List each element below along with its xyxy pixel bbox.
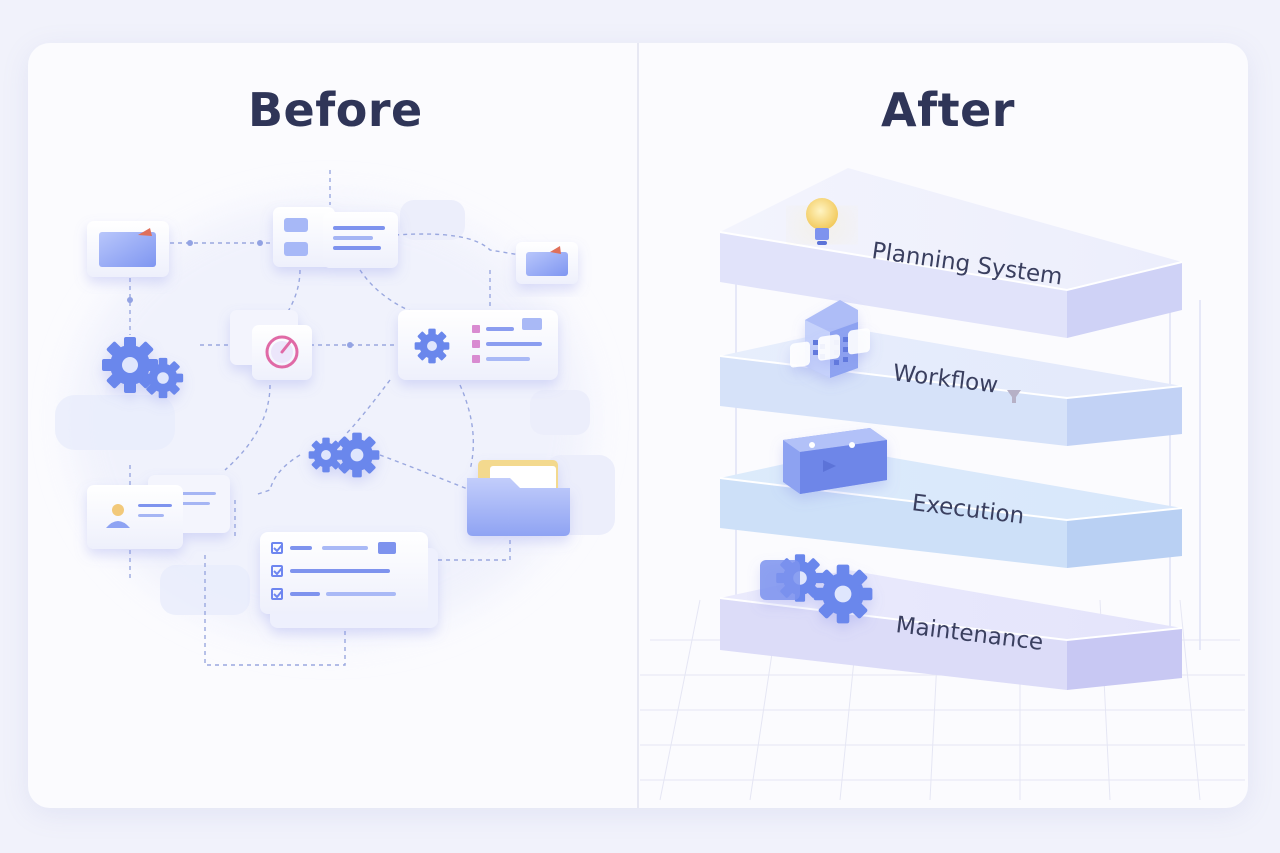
media-player-icon bbox=[783, 328, 887, 494]
image-card-icon bbox=[87, 221, 169, 277]
lightbulb-icon bbox=[792, 198, 852, 245]
after-stack bbox=[640, 168, 1245, 801]
small-image-card-icon bbox=[516, 242, 578, 284]
folder-icon bbox=[467, 460, 570, 536]
list-card-icon bbox=[273, 207, 398, 268]
gears-icon bbox=[760, 554, 873, 624]
panel-divider bbox=[637, 43, 639, 808]
checklist-card-icon bbox=[260, 532, 438, 628]
before-title: Before bbox=[248, 83, 423, 137]
timer-card-icon bbox=[230, 310, 312, 380]
profile-card-icon bbox=[87, 475, 230, 549]
before-network bbox=[55, 170, 615, 666]
funnel-icon bbox=[1007, 390, 1021, 403]
settings-card-icon bbox=[398, 310, 558, 380]
layer-planning-system bbox=[719, 168, 1183, 338]
after-title: After bbox=[881, 83, 1015, 137]
